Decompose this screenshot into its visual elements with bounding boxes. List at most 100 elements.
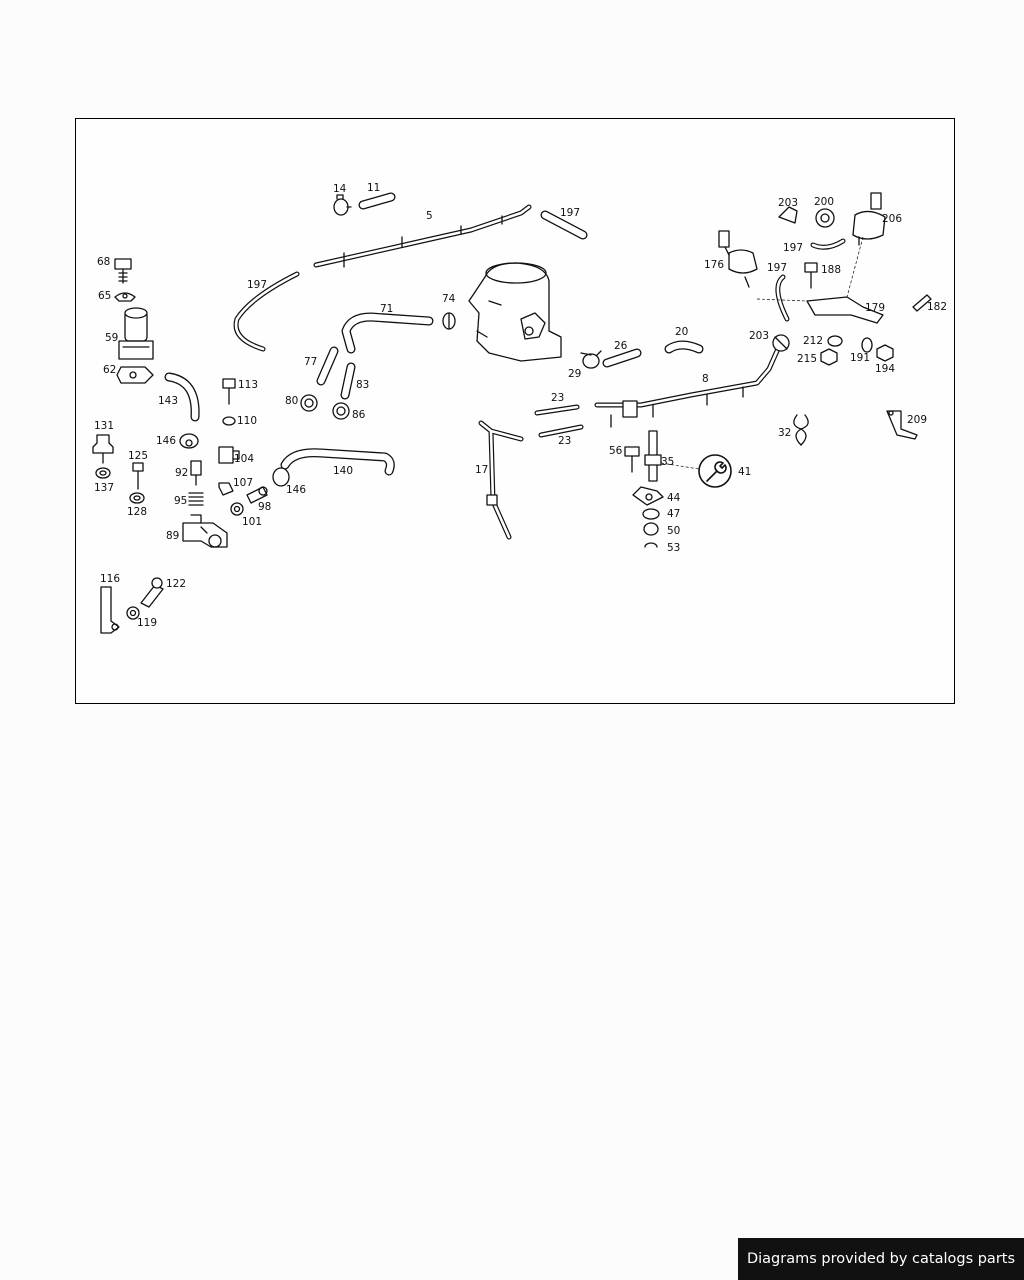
part-128-washer	[129, 492, 145, 504]
part-11-hose	[358, 192, 396, 210]
label-part-62: 62	[103, 364, 116, 376]
label-part-113: 113	[238, 379, 258, 391]
part-143-hose	[164, 372, 200, 422]
label-part-125: 125	[128, 450, 148, 462]
part-98-fitting	[246, 486, 268, 504]
part-209-bracket	[886, 410, 918, 440]
label-part-68: 68	[97, 256, 110, 268]
part-56-bolt	[624, 446, 640, 473]
label-part-92: 92	[175, 467, 188, 479]
label-part-80: 80	[285, 395, 298, 407]
part-23-tube-upper	[534, 404, 580, 416]
label-part-140: 140	[333, 465, 353, 477]
label-part-146-left: 146	[156, 435, 176, 447]
label-part-206: 206	[882, 213, 902, 225]
label-part-35: 35	[661, 456, 674, 468]
label-part-197-mid: 197	[767, 262, 787, 274]
label-part-47: 47	[667, 508, 680, 520]
label-part-209: 209	[907, 414, 927, 426]
label-part-179: 179	[865, 302, 885, 314]
label-part-50: 50	[667, 525, 680, 537]
part-44-holder	[632, 486, 664, 506]
part-125-stud	[132, 462, 144, 490]
part-68-bolt	[114, 258, 132, 284]
label-part-32: 32	[778, 427, 791, 439]
label-part-200: 200	[814, 196, 834, 208]
part-14-clamp	[333, 194, 352, 216]
part-95-spring	[188, 492, 204, 506]
label-part-98: 98	[258, 501, 271, 513]
label-part-56: 56	[609, 445, 623, 457]
label-part-194: 194	[875, 363, 895, 375]
parts-diagram-drawing: 5 8 11 14 17 20 23 23 26 29 32 35 41 44 …	[92, 182, 947, 634]
label-part-203-right: 203	[749, 330, 769, 342]
label-part-26: 26	[614, 340, 628, 352]
label-part-20: 20	[675, 326, 688, 338]
part-107-plate	[218, 482, 234, 496]
part-53-ring	[644, 542, 658, 548]
part-203-cap-right	[772, 334, 790, 352]
part-80-clamp	[300, 394, 318, 412]
part-191-grommet	[861, 337, 873, 353]
part-62-gasket	[116, 366, 154, 384]
label-part-59: 59	[105, 332, 118, 344]
label-part-182: 182	[927, 301, 947, 313]
label-part-65: 65	[98, 290, 111, 302]
label-part-197-right: 197	[783, 242, 803, 254]
label-part-86: 86	[352, 409, 366, 421]
label-part-116: 116	[100, 573, 120, 585]
label-part-23-lower: 23	[558, 435, 571, 447]
label-part-11: 11	[367, 182, 380, 194]
footer-credit-badge: Diagrams provided by catalogs parts	[738, 1238, 1024, 1280]
part-197-hose-left	[233, 271, 300, 352]
part-23-tube-lower	[538, 424, 584, 438]
label-part-101: 101	[242, 516, 262, 528]
label-part-14: 14	[333, 183, 347, 195]
part-77-hose	[316, 346, 339, 386]
part-50-seal	[643, 522, 659, 536]
part-194-nut	[876, 344, 894, 362]
part-8-fuel-rail	[594, 348, 780, 428]
label-part-128: 128	[127, 506, 147, 518]
label-part-110: 110	[237, 415, 257, 427]
label-part-53: 53	[667, 542, 680, 554]
label-part-215: 215	[797, 353, 817, 365]
part-212-clip	[827, 335, 843, 347]
part-71-hose	[341, 312, 434, 354]
label-part-203-top: 203	[778, 197, 798, 209]
part-5-fuel-rail	[313, 204, 532, 268]
label-part-143: 143	[158, 395, 178, 407]
part-176-pressure-regulator	[718, 230, 758, 288]
part-26-hose	[602, 348, 642, 368]
part-86-clamp	[332, 402, 350, 420]
part-101-washer	[230, 502, 244, 516]
part-41-leader	[660, 462, 700, 470]
label-part-176: 176	[704, 259, 724, 271]
parts-diagram: 5 8 11 14 17 20 23 23 26 29 32 35 41 44 …	[75, 118, 955, 704]
label-part-197-top: 197	[560, 207, 580, 219]
part-146-clamp-right	[272, 467, 290, 487]
part-29-clamp	[580, 350, 602, 369]
part-35-injector	[644, 430, 662, 482]
part-200-bushing	[815, 208, 835, 228]
part-215-nut	[820, 348, 838, 366]
label-part-212: 212	[803, 335, 823, 347]
label-part-131: 131	[94, 420, 114, 432]
part-113-bolt	[222, 378, 236, 405]
label-part-5: 5	[426, 210, 433, 222]
part-140-hose	[280, 448, 395, 476]
part-197-hose-mid	[775, 274, 790, 322]
part-146-clamp-left	[179, 433, 199, 449]
label-part-17: 17	[475, 464, 488, 476]
part-47-ring	[642, 508, 660, 520]
label-part-77: 77	[304, 356, 317, 368]
label-part-71: 71	[380, 303, 393, 315]
wrench-icon	[698, 454, 732, 488]
throttle-housing	[468, 262, 562, 362]
part-20-elbow	[664, 340, 704, 354]
part-179-bracket	[756, 236, 884, 324]
part-122-sensor	[140, 577, 164, 608]
part-182-clip	[912, 294, 932, 312]
label-part-95: 95	[174, 495, 187, 507]
label-part-188: 188	[821, 264, 841, 276]
